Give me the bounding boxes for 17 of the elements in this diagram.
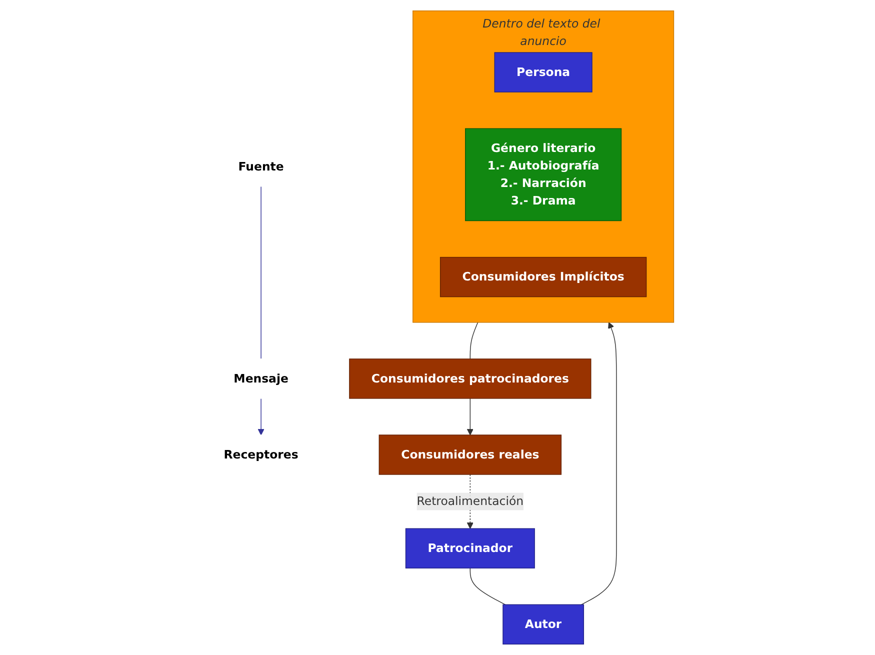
node-text: Mensaje <box>233 371 288 386</box>
node-box: Autor <box>502 604 584 644</box>
node-box: Consumidores Implícitos <box>440 256 646 298</box>
node-box: Consumidores patrocinadores <box>348 358 591 399</box>
node-box: Persona <box>494 52 592 92</box>
arrow <box>580 322 617 605</box>
node-box: Consumidores reales <box>378 434 562 475</box>
node-text: Receptores <box>223 447 298 462</box>
node-box: Género literario 1.- Autobiografía 2.- Narración 3.- Drama <box>464 128 622 222</box>
arrow <box>466 398 474 436</box>
node-box: Patrocinador <box>405 528 535 568</box>
connector <box>470 568 506 605</box>
connector <box>260 186 262 360</box>
edge-label: Retroalimentación <box>416 494 524 508</box>
arrow <box>258 398 264 436</box>
node-text: Fuente <box>238 159 284 174</box>
connector <box>470 322 478 360</box>
